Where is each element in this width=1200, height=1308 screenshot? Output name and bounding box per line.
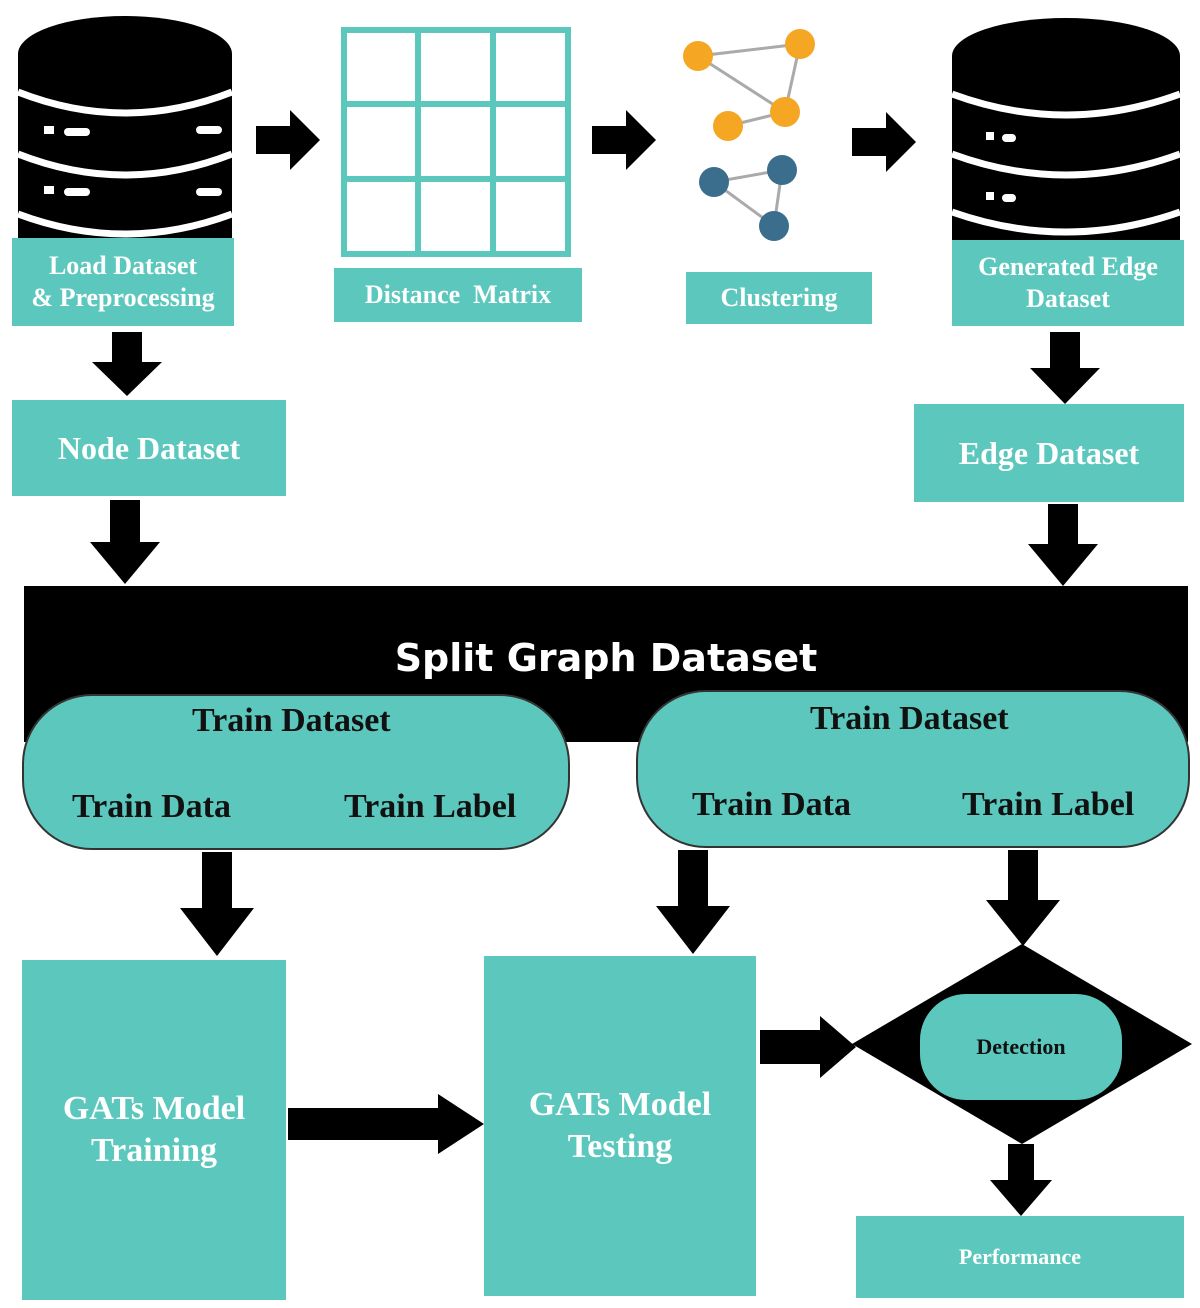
- distance-matrix-icon: [341, 27, 571, 257]
- database-icon: [950, 18, 1182, 240]
- cluster-graph-icon: [683, 29, 815, 241]
- generated-edge-box: Generated Edge Dataset: [952, 240, 1184, 326]
- train-dataset-left: [22, 694, 570, 850]
- train-dataset-right-title: Train Dataset: [810, 700, 1009, 737]
- arrow-down: [90, 500, 160, 584]
- arrow-right: [852, 112, 916, 172]
- database-icon: [16, 16, 234, 240]
- arrow-down: [990, 1144, 1052, 1216]
- split-graph-title: Split Graph Dataset: [394, 636, 818, 680]
- train-dataset-right: [636, 690, 1190, 848]
- node-dataset-box: Node Dataset: [12, 400, 286, 496]
- arrow-right: [288, 1094, 484, 1154]
- arrow-right: [256, 110, 320, 170]
- arrow-down: [1028, 504, 1098, 586]
- arrow-down: [1030, 332, 1100, 404]
- train-data-left: Train Data: [72, 788, 231, 825]
- clustering-box: Clustering: [686, 272, 872, 324]
- train-label-right: Train Label: [962, 786, 1135, 823]
- arrow-down: [986, 850, 1060, 946]
- arrow-right: [760, 1016, 856, 1078]
- arrow-right: [592, 110, 656, 170]
- detection-box: Detection: [920, 994, 1122, 1100]
- arrow-down: [656, 850, 730, 954]
- performance-box: Performance: [856, 1216, 1184, 1298]
- load-dataset-box: Load Dataset & Preprocessing: [12, 238, 234, 326]
- gats-testing-box: GATs Model Testing: [484, 956, 756, 1296]
- distance-matrix-box: Distance Matrix: [334, 268, 582, 322]
- arrow-down: [180, 852, 254, 956]
- gats-training-box: GATs Model Training: [22, 960, 286, 1300]
- arrow-down: [92, 332, 162, 396]
- train-label-left: Train Label: [344, 788, 517, 825]
- train-dataset-left-title: Train Dataset: [192, 702, 391, 739]
- train-data-right: Train Data: [692, 786, 851, 823]
- edge-dataset-box: Edge Dataset: [914, 404, 1184, 502]
